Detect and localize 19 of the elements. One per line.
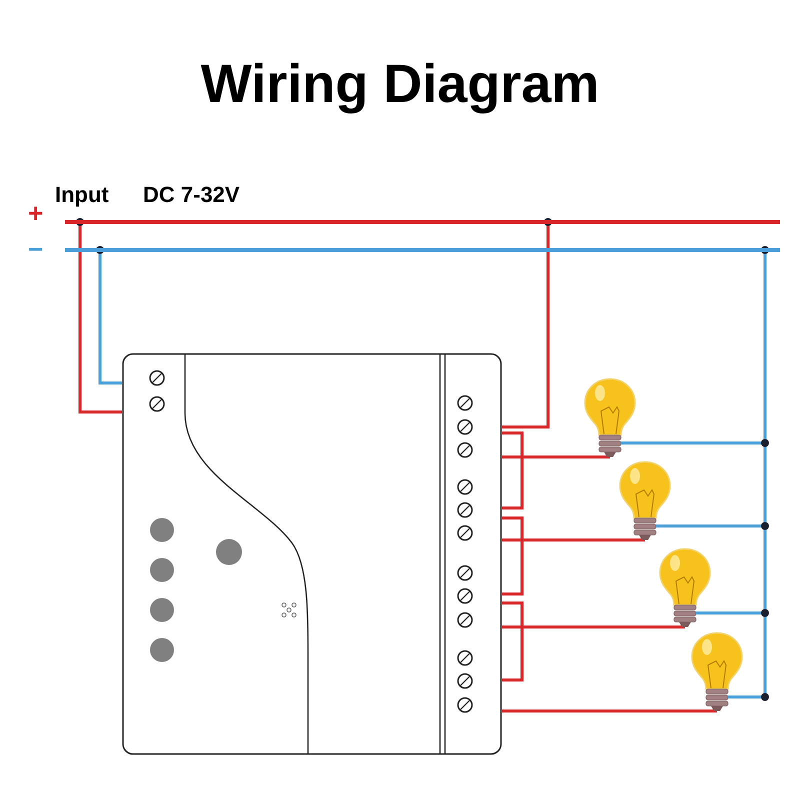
wire [502,456,610,458]
light-bulb-drawing [617,460,673,540]
minus-sign: − [28,236,44,262]
input-label: Input [55,182,109,208]
light-bulb-drawing [582,377,638,457]
relay-module-drawing [122,353,502,755]
plus-sign: + [28,200,44,226]
wire [502,538,645,542]
light-bulb-drawing [657,547,713,627]
wire [502,710,717,712]
light-bulb-drawing [689,631,745,711]
voltage-label: DC 7-32V [143,182,240,208]
wire [98,252,122,384]
power-rail [65,248,780,252]
wire [502,626,685,628]
wire [502,224,550,428]
power-rail [65,220,780,224]
wire [78,224,122,414]
diagram-title: Wiring Diagram [200,53,600,116]
